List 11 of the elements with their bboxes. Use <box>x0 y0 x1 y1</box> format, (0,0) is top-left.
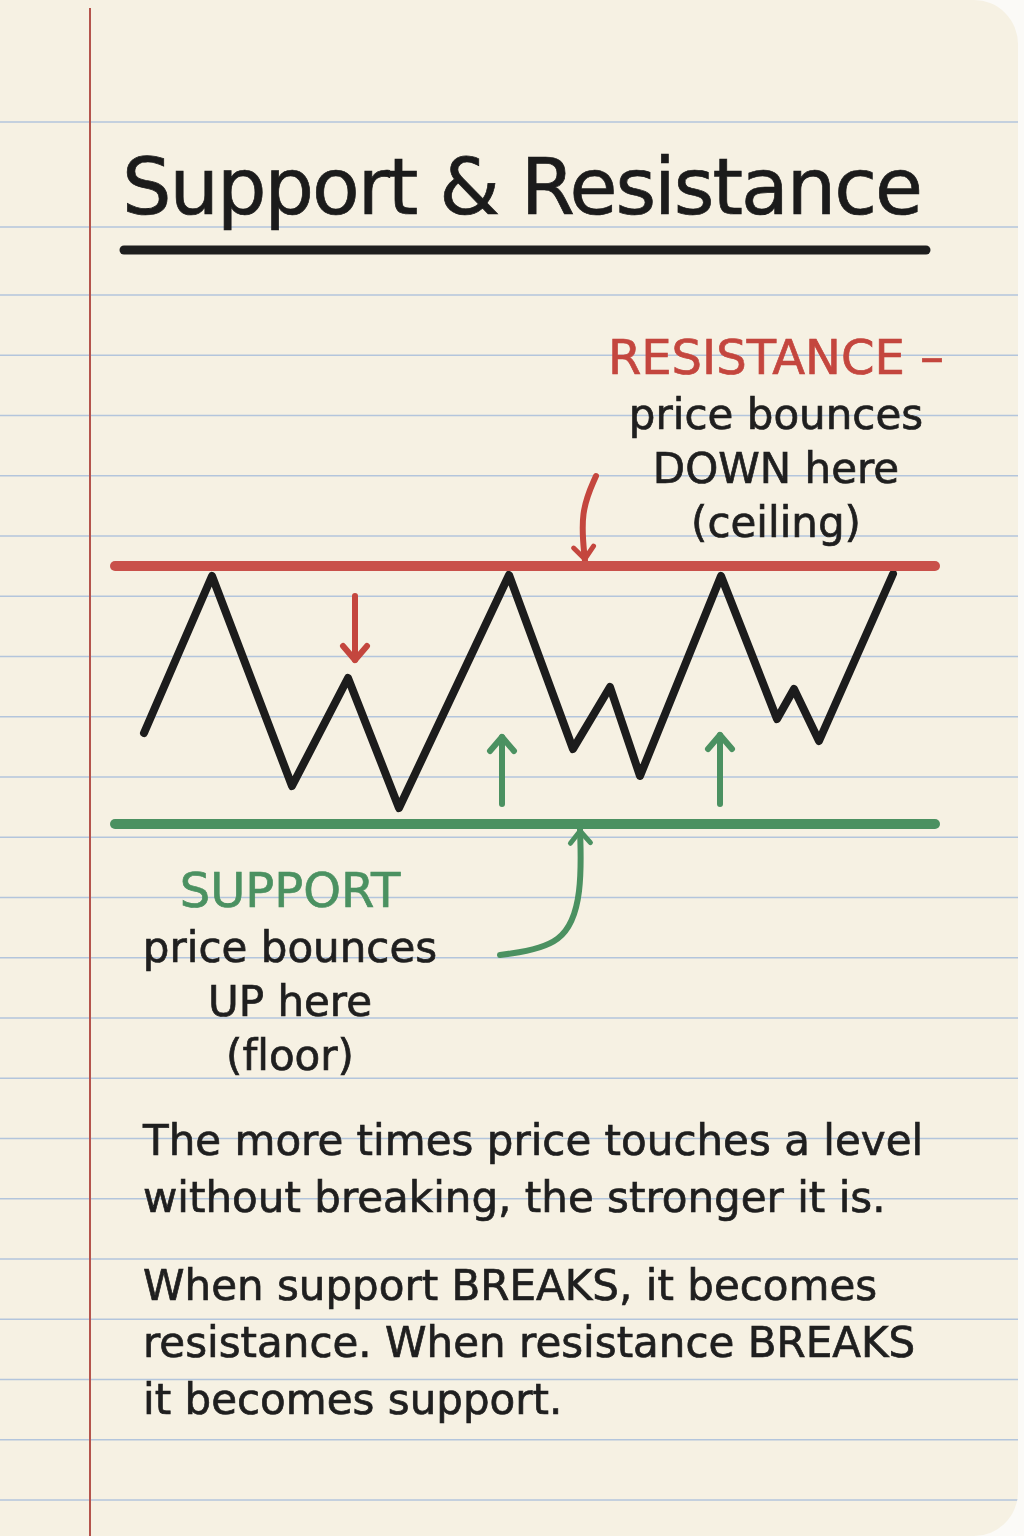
label-heading: SUPPORT <box>179 863 401 917</box>
curved-arrow <box>571 473 599 564</box>
annotation-text: price bounces UP here (floor) <box>141 922 439 1082</box>
resistance-line <box>110 561 940 571</box>
note-text: When support BREAKS, it becomes resistance. When resistance BREAKS it becomes support. <box>143 1260 917 1426</box>
title: Support & Resistance <box>122 141 922 234</box>
support-line <box>110 819 940 829</box>
curved-arrow <box>497 826 593 958</box>
annotation-text: price bounces DOWN here (ceiling) <box>627 389 925 549</box>
label-heading: RESISTANCE – <box>607 330 945 384</box>
note-text: The more times price touches a level without breaking, the stronger it is. <box>143 1115 925 1224</box>
